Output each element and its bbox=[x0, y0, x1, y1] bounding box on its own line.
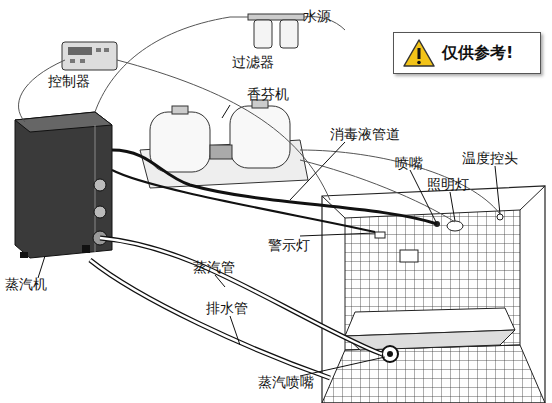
part-label: 水源 bbox=[303, 8, 331, 24]
part-label: 照明灯 bbox=[427, 176, 469, 192]
part-label: 蒸汽管 bbox=[193, 259, 235, 275]
part-label: 过滤器 bbox=[232, 54, 274, 70]
part-label: 排水管 bbox=[206, 300, 248, 316]
warning-icon bbox=[402, 38, 436, 68]
part-label: 控制器 bbox=[48, 73, 90, 89]
warning-box: 仅供参考! bbox=[393, 32, 541, 74]
part-label: 消毒液管道 bbox=[330, 126, 400, 142]
warning-text: 仅供参考! bbox=[442, 43, 513, 64]
steam-room bbox=[322, 186, 545, 403]
controller bbox=[62, 42, 117, 70]
steam-generator bbox=[15, 112, 112, 258]
part-label: 喷嘴 bbox=[395, 155, 423, 171]
part-label: 警示灯 bbox=[268, 237, 310, 253]
leader-lines bbox=[38, 105, 500, 376]
part-label: 蒸汽机 bbox=[5, 276, 47, 292]
aroma-machine bbox=[140, 100, 308, 188]
part-label: 蒸汽喷嘴 bbox=[258, 374, 314, 390]
part-label: 温度控头 bbox=[462, 150, 518, 166]
part-label: 香芬机 bbox=[247, 86, 289, 102]
